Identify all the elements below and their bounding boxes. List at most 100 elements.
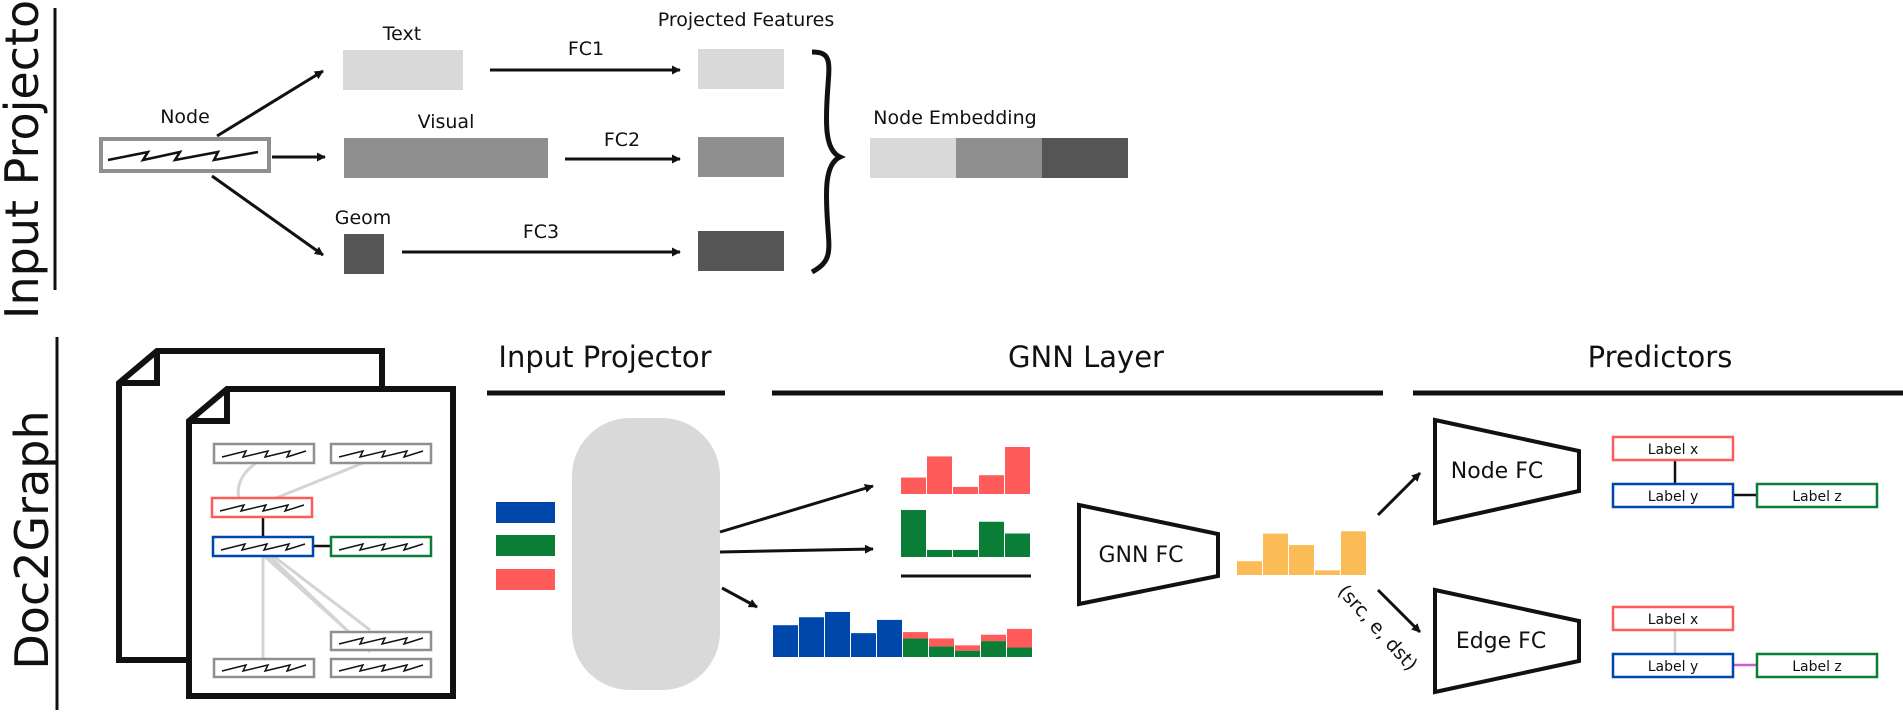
- handwriting-squiggle-icon: [107, 150, 259, 162]
- blue-node-histogram: [773, 611, 902, 657]
- embedding-geom-part: [1042, 138, 1128, 178]
- graph-node: [212, 657, 316, 679]
- node-pred-label-y-text: Label y: [1648, 489, 1699, 505]
- graph-node-green: [329, 535, 433, 558]
- stacked-green-bar: [929, 646, 954, 657]
- red-node-feature: [496, 569, 555, 590]
- green-node-histogram: [901, 510, 1030, 557]
- visual-feature-label: Visual: [418, 111, 475, 133]
- embedding-visual-part: [956, 138, 1042, 178]
- orange-histogram-bar: [1263, 533, 1288, 575]
- node-embedding-label: Node Embedding: [873, 107, 1036, 129]
- stacked-red-bar: [955, 645, 980, 651]
- red-histogram-bar: [1005, 447, 1030, 494]
- input-projector-block: [572, 418, 720, 690]
- section-predictors-title: Predictors: [1588, 340, 1733, 374]
- front-document-icon: [186, 386, 456, 699]
- gnn-fc-block: [1077, 502, 1220, 607]
- graph-node: [329, 657, 433, 679]
- graph-node-blue: [211, 535, 315, 558]
- stacked-green-bar: [903, 638, 928, 657]
- arrow-to-edge-fc: [1376, 588, 1422, 634]
- blue-node-feature: [496, 502, 555, 523]
- stacked-green-bar: [981, 641, 1006, 657]
- arrow-to-green-hist: [719, 544, 874, 554]
- panel-side-title: Input Projector: [0, 0, 49, 319]
- edge-pred-label-x: Label x: [1611, 605, 1735, 632]
- orange-histogram-bar: [1289, 545, 1314, 575]
- green-node-feature: [496, 535, 555, 556]
- node-label: Node: [160, 106, 210, 128]
- node-embedding-output-histogram: [1237, 531, 1366, 575]
- arrow-node-to-text: [216, 69, 324, 138]
- section-input-projector-title: Input Projector: [498, 340, 711, 374]
- node-pred-label-z-text: Label z: [1792, 489, 1842, 505]
- input-projector-panel: Input Projector Node Text Visual Geom FC…: [0, 0, 1128, 319]
- green-histogram-bar: [927, 549, 952, 557]
- node-fc-block: [1433, 417, 1581, 526]
- document-graph-edges: [236, 461, 372, 660]
- graph-node: [329, 442, 433, 465]
- fc2-label: FC2: [604, 129, 640, 151]
- green-histogram-bar: [953, 549, 978, 557]
- gnn-fc-label: GNN FC: [1099, 543, 1184, 568]
- text-feature-label: Text: [382, 23, 421, 45]
- node-pred-label-x: Label x: [1611, 435, 1735, 462]
- edge-fc-block: [1433, 587, 1581, 695]
- fc1-label: FC1: [568, 38, 604, 60]
- section-gnn-layer-title: GNN Layer: [1008, 340, 1164, 374]
- projected-features-label: Projected Features: [658, 9, 835, 31]
- arrow-to-red-hist: [719, 484, 874, 534]
- arrow-to-aggregated-hist: [721, 586, 758, 609]
- edge-pred-label-y: Label y: [1611, 652, 1735, 679]
- blue-histogram-bar: [851, 633, 876, 657]
- graph-node: [329, 630, 433, 652]
- edge-tuple-label: (src, e, dst): [1333, 581, 1422, 676]
- graph-node: [212, 442, 316, 465]
- curly-brace: [810, 49, 846, 275]
- projected-text-block: [698, 49, 784, 89]
- orange-histogram-bar: [1315, 570, 1340, 575]
- red-histogram-bar: [927, 456, 952, 494]
- arrow-to-node-fc: [1376, 471, 1422, 517]
- graph-node-red: [210, 496, 314, 519]
- green-histogram-bar: [979, 521, 1004, 557]
- embedding-text-part: [870, 138, 956, 178]
- text-feature-block: [343, 50, 463, 90]
- red-histogram-bar: [953, 486, 978, 494]
- edge-pred-label-y-text: Label y: [1648, 659, 1699, 675]
- green-histogram-bar: [1005, 533, 1030, 557]
- stacked-red-bar: [903, 632, 928, 639]
- stacked-green-bar: [955, 650, 980, 657]
- stacked-green-bar: [1007, 647, 1032, 657]
- stacked-red-bar: [929, 638, 954, 647]
- blue-histogram-bar: [799, 617, 824, 657]
- aggregated-neighbours-histogram: [903, 628, 1032, 657]
- edge-pred-label-z: Label z: [1755, 652, 1879, 679]
- node-pred-label-z: Label z: [1755, 482, 1879, 509]
- red-histogram-bar: [979, 475, 1004, 494]
- panel-side-title: Doc2Graph: [5, 410, 59, 669]
- blue-histogram-bar: [877, 619, 902, 657]
- red-node-histogram: [901, 447, 1030, 494]
- projected-visual-block: [698, 137, 784, 177]
- edge-fc-label: Edge FC: [1456, 629, 1546, 654]
- blue-histogram-bar: [773, 625, 798, 657]
- edge-pred-label-z-text: Label z: [1792, 659, 1842, 675]
- node-pred-label-y: Label y: [1611, 482, 1735, 509]
- blue-histogram-bar: [825, 611, 850, 657]
- stacked-red-bar: [981, 634, 1006, 642]
- geom-feature-label: Geom: [335, 207, 392, 229]
- arrow-node-to-geom: [211, 174, 324, 257]
- green-histogram-bar: [901, 510, 926, 557]
- orange-histogram-bar: [1341, 531, 1366, 575]
- visual-feature-block: [344, 138, 548, 178]
- fc3-label: FC3: [523, 221, 559, 243]
- edge-pred-label-x-text: Label x: [1648, 612, 1699, 628]
- doc2graph-panel: Doc2Graph: [5, 337, 1903, 710]
- projected-geom-block: [698, 231, 784, 271]
- node-pred-label-x-text: Label x: [1648, 442, 1699, 458]
- red-histogram-bar: [901, 477, 926, 494]
- node-fc-label: Node FC: [1451, 459, 1543, 484]
